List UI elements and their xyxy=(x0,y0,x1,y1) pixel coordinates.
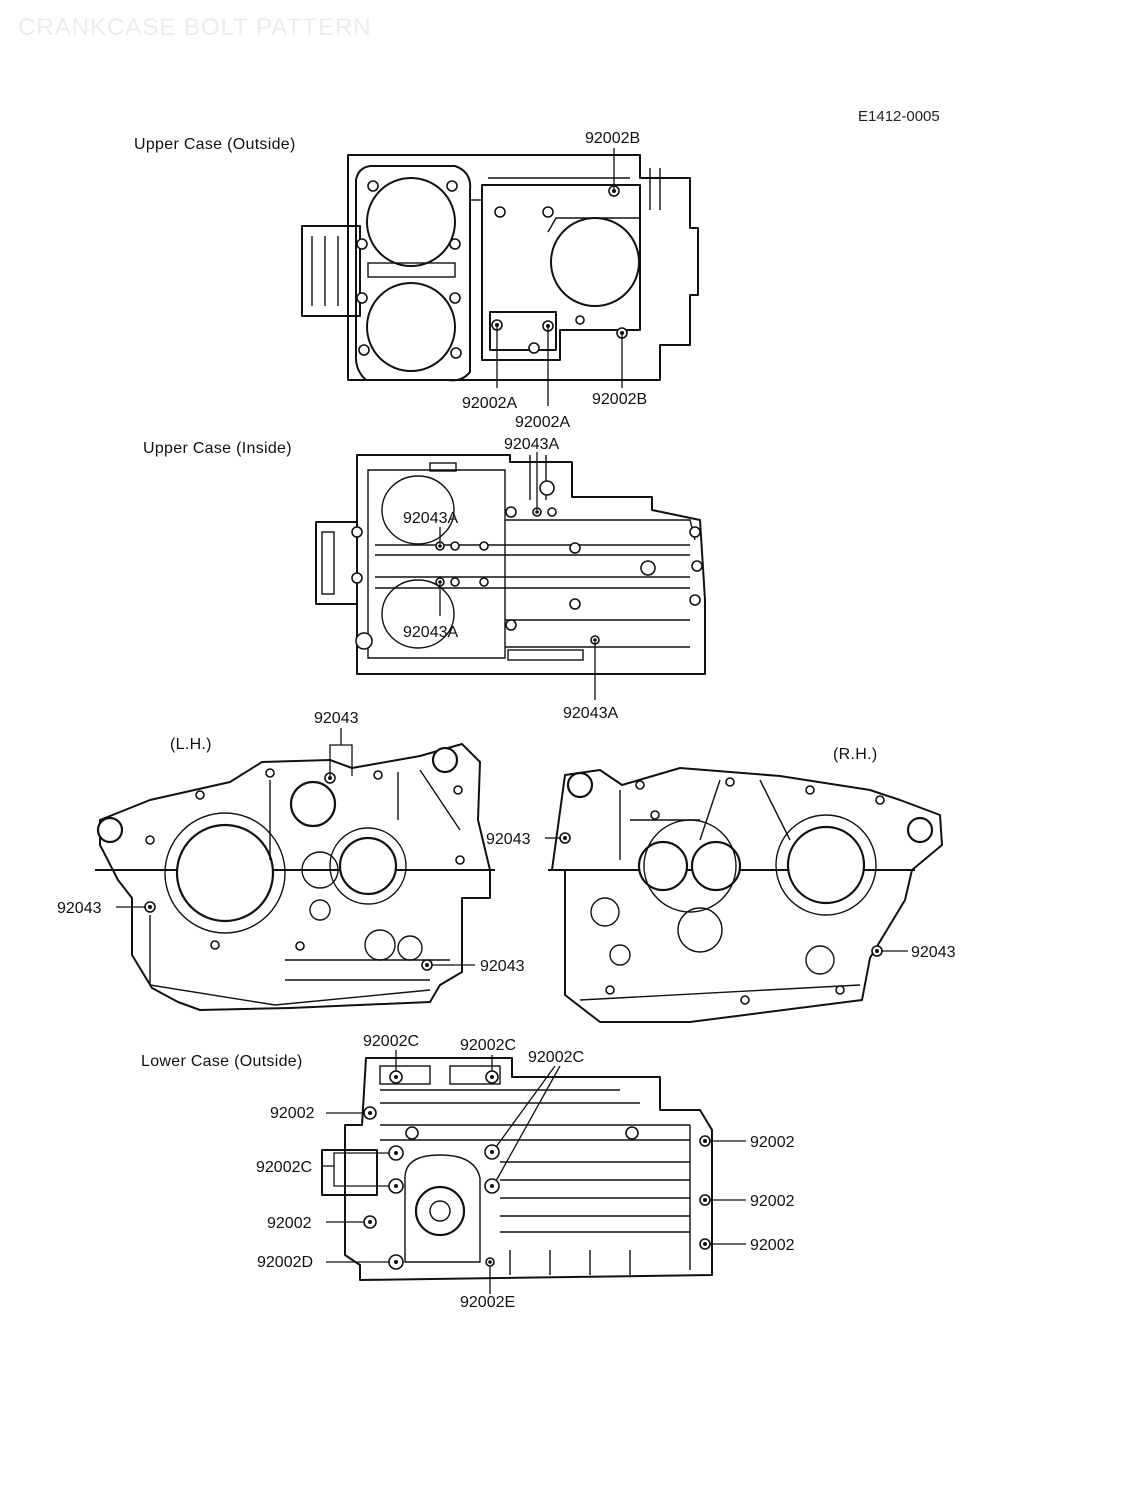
callout-92002a-left: 92002A xyxy=(462,395,517,412)
callout-92043-lh-bottom: 92043 xyxy=(480,958,525,975)
callout-92002c-top-left: 92002C xyxy=(363,1033,419,1050)
section-title-upper-outside: Upper Case (Outside) xyxy=(134,136,296,153)
callout-92043a-bottom: 92043A xyxy=(563,705,618,722)
callout-92002e: 92002E xyxy=(460,1294,515,1311)
section-title-lower-outside: Lower Case (Outside) xyxy=(141,1053,303,1070)
upper-case-inside-drawing xyxy=(315,452,706,700)
section-title-right-hand: (R.H.) xyxy=(833,746,878,763)
callout-92002-right-upper: 92002 xyxy=(750,1134,795,1151)
callout-92002-left-upper: 92002 xyxy=(270,1105,315,1122)
callout-92043-lh-top: 92043 xyxy=(314,710,359,727)
callout-92002-right-lower: 92002 xyxy=(750,1237,795,1254)
section-title-left-hand: (L.H.) xyxy=(170,736,212,753)
callout-92043-rh-right: 92043 xyxy=(911,944,956,961)
callout-92043a-upper-mid: 92043A xyxy=(403,510,458,527)
lower-case-outside-drawing xyxy=(321,1050,746,1294)
watermark-title: CRANKCASE BOLT PATTERN xyxy=(18,14,372,41)
callout-92043-rh-left: 92043 xyxy=(486,831,531,848)
callout-92002c-left: 92002C xyxy=(256,1159,312,1176)
callout-92002c-top-right: 92002C xyxy=(528,1049,584,1066)
callout-92002b-top: 92002B xyxy=(585,130,640,147)
section-title-upper-inside: Upper Case (Inside) xyxy=(143,440,292,457)
right-hand-side-drawing xyxy=(545,767,943,1023)
callout-92043a-lower-mid: 92043A xyxy=(403,624,458,641)
upper-case-outside-drawing xyxy=(301,148,699,406)
callout-92002a-center: 92002A xyxy=(515,414,570,431)
left-hand-side-drawing xyxy=(95,728,495,1011)
callout-92002d: 92002D xyxy=(257,1254,313,1271)
callout-92043-lh-left: 92043 xyxy=(57,900,102,917)
callout-92002c-top-center: 92002C xyxy=(460,1037,516,1054)
callout-92002-right-middle: 92002 xyxy=(750,1193,795,1210)
callout-92043a-top: 92043A xyxy=(504,436,559,453)
callout-92002b-bottom: 92002B xyxy=(592,391,647,408)
reference-number: E1412-0005 xyxy=(858,108,940,125)
callout-92002-left-lower: 92002 xyxy=(267,1215,312,1232)
